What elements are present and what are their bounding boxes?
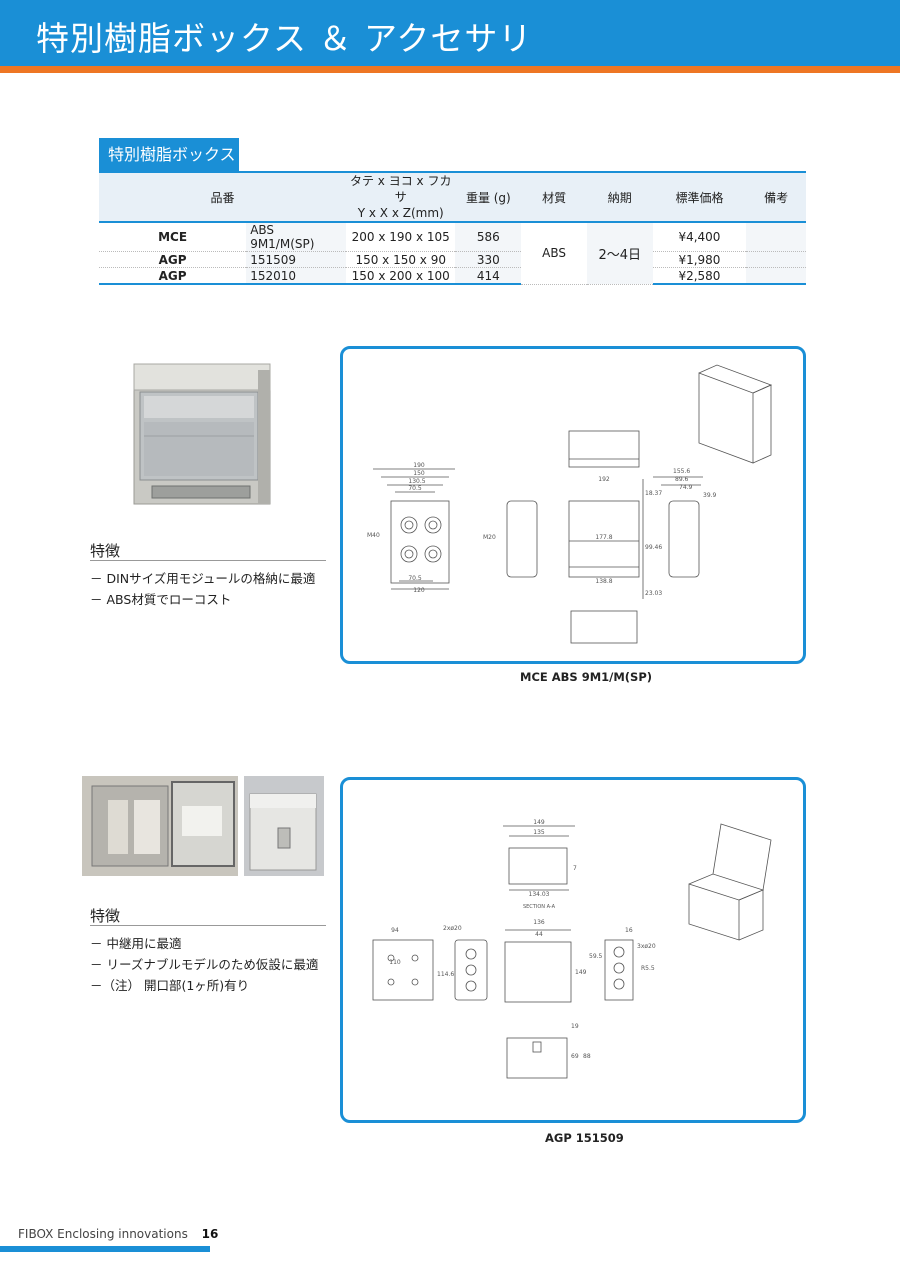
dim-label: 177.8 [595, 534, 612, 541]
table-row: AGP 152010 150 x 200 x 100 414 ¥2,580 [99, 267, 806, 285]
row-price: ¥1,980 [652, 251, 747, 268]
row-weight: 330 [455, 251, 522, 268]
table-header-row: 品番 タテ x ヨコ x フカサ Y x X x Z(mm) 重量 (g) 材質… [99, 171, 806, 223]
features-title-2: 特徴 [90, 907, 121, 925]
product-photo-agp-open [82, 776, 238, 876]
dim-label: M40 [367, 532, 380, 539]
drawing-caption-mce: MCE ABS 9M1/M(SP) [520, 670, 653, 684]
row-part: 151509 [246, 251, 346, 268]
features-title-1: 特徴 [90, 542, 121, 560]
drawing-frame-agp: 149 135 134.03 7 SECTION A-A 94 110 114.… [340, 777, 806, 1123]
features-list-1: － DINサイズ用モジュールの格納に最適 － ABS材質でローコスト [90, 568, 315, 610]
list-item: －（注） 開口部(1ヶ所)有り [90, 978, 250, 993]
product-photo-agp-closed [244, 776, 324, 876]
section-title: 特別樹脂ボックス [99, 138, 239, 171]
dim-label: 120 [413, 587, 425, 594]
dim-label: 2xø20 [443, 925, 462, 932]
dim-label: 155.6 [673, 468, 690, 475]
dim-label: 149 [575, 969, 587, 976]
dim-label: 19 [571, 1023, 579, 1030]
dim-label: 94 [391, 927, 399, 934]
col-notes: 備考 [746, 171, 806, 223]
footer: FIBOX Enclosing innovations 16 [18, 1227, 218, 1241]
features-divider-2 [90, 925, 326, 926]
list-item: － ABS材質でローコスト [90, 592, 232, 607]
product-photo-mce [130, 360, 275, 510]
row-price: ¥2,580 [652, 267, 747, 285]
table-row: MCE ABS 9M1/M(SP) 200 x 190 x 105 586 AB… [99, 222, 806, 285]
row-model: MCE [99, 222, 247, 252]
col-dimensions-jp: タテ x ヨコ x フカサ [349, 174, 452, 204]
material-cell: ABS [521, 222, 587, 285]
row-model: AGP [99, 267, 247, 285]
dim-label: 150 [413, 470, 425, 477]
dim-label: 44 [535, 931, 543, 938]
col-dimensions: タテ x ヨコ x フカサ Y x X x Z(mm) [345, 171, 456, 223]
dim-label: 70.5 [408, 575, 422, 582]
dim-label: 110 [389, 959, 401, 966]
list-item: － リーズナブルモデルのため仮設に最適 [90, 957, 319, 972]
dim-label: SECTION A-A [523, 904, 556, 910]
dim-label: 130.5 [408, 478, 425, 485]
footer-bar [0, 1246, 210, 1252]
footer-brand: FIBOX Enclosing innovations [18, 1227, 188, 1241]
col-weight: 重量 (g) [455, 171, 522, 223]
col-material: 材質 [521, 171, 587, 223]
col-price: 標準価格 [652, 171, 747, 223]
row-dims: 200 x 190 x 105 [345, 222, 456, 252]
dim-label: 23.03 [645, 590, 662, 597]
page-header: 特別樹脂ボックス ＆ アクセサリ [0, 0, 900, 66]
dim-label: 59.5 [589, 953, 603, 960]
dim-label: 136 [533, 919, 545, 926]
dim-label: 89.6 [675, 476, 689, 483]
dim-label: 39.9 [703, 492, 717, 499]
dim-label: 99.46 [645, 544, 662, 551]
dim-label: R5.5 [641, 965, 655, 972]
dim-label: 114.6 [437, 971, 454, 978]
col-dimensions-en: Y x X x Z(mm) [357, 206, 444, 220]
row-weight: 586 [455, 222, 522, 252]
list-item: － DINサイズ用モジュールの格納に最適 [90, 571, 316, 586]
dim-label: 149 [533, 819, 545, 826]
features-list-2: － 中継用に最適 － リーズナブルモデルのため仮設に最適 －（注） 開口部(1ヶ… [90, 933, 318, 996]
dim-label: 18.37 [645, 490, 662, 497]
list-item: － 中継用に最適 [90, 936, 182, 951]
row-dims: 150 x 200 x 100 [345, 267, 456, 285]
header-stripe [0, 66, 900, 73]
technical-drawing-mce: 190 150 130.5 70.5 70.5 120 M40 M20 192 … [367, 364, 773, 644]
col-part-number: 品番 [99, 171, 346, 223]
spec-table: 品番 タテ x ヨコ x フカサ Y x X x Z(mm) 重量 (g) 材質… [99, 171, 806, 285]
drawing-frame-mce: 190 150 130.5 70.5 70.5 120 M40 M20 192 … [340, 346, 806, 664]
col-delivery: 納期 [586, 171, 653, 223]
dim-label: 135 [533, 829, 545, 836]
row-weight: 414 [455, 267, 522, 285]
row-dims: 150 x 150 x 90 [345, 251, 456, 268]
dim-label: 3xø20 [637, 943, 656, 950]
dim-label: 69 [571, 1053, 579, 1060]
dim-label: 88 [583, 1053, 591, 1060]
row-model: AGP [99, 251, 247, 268]
row-notes [746, 222, 806, 252]
table-row: AGP 151509 150 x 150 x 90 330 ¥1,980 [99, 251, 806, 268]
page-number: 16 [201, 1227, 219, 1241]
dim-label: 7 [573, 865, 577, 872]
dim-label: M20 [483, 534, 496, 541]
dim-label: 70.5 [408, 485, 422, 492]
dim-label: 192 [598, 476, 610, 483]
dim-label: 74.9 [679, 484, 693, 491]
row-notes [746, 251, 806, 268]
features-divider-1 [90, 560, 326, 561]
dim-label: 190 [413, 462, 425, 469]
row-part: 152010 [246, 267, 346, 285]
drawing-caption-agp: AGP 151509 [545, 1131, 624, 1145]
row-part: ABS 9M1/M(SP) [246, 222, 346, 252]
dim-label: 134.03 [529, 891, 550, 898]
row-notes [746, 267, 806, 285]
row-price: ¥4,400 [652, 222, 747, 252]
technical-drawing-agp: 149 135 134.03 7 SECTION A-A 94 110 114.… [372, 819, 772, 1079]
dim-label: 16 [625, 927, 633, 934]
dim-label: 138.8 [595, 578, 612, 585]
delivery-cell: 2～4日 [586, 222, 653, 285]
page-title: 特別樹脂ボックス ＆ アクセサリ [36, 19, 533, 58]
